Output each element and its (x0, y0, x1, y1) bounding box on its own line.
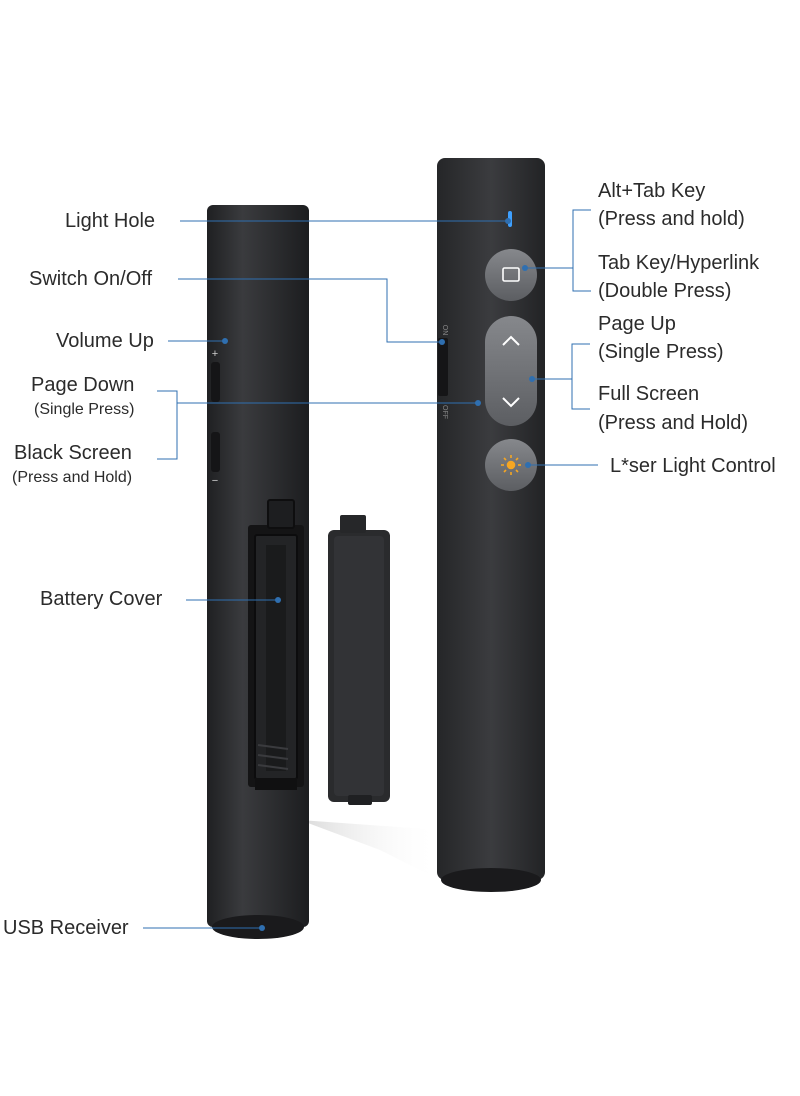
plus-mark: + (212, 348, 218, 360)
presenter-side-view: + − (207, 205, 309, 939)
label-laser: L*ser Light Control (610, 455, 776, 477)
label-tab-key: Tab Key/Hyperlink (598, 252, 760, 274)
label-black-screen: Black Screen (14, 442, 132, 464)
battery-cover (328, 515, 390, 805)
page-rocker[interactable] (485, 316, 537, 426)
battery-compartment (248, 499, 304, 790)
tab-key-button[interactable] (485, 249, 537, 301)
label-full-screen: Full Screen (598, 383, 700, 405)
callout-lines (143, 209, 598, 929)
laser-button[interactable] (485, 439, 537, 491)
chevron-up-icon (502, 335, 520, 346)
label-tab-key-sub: (Double Press) (598, 280, 732, 302)
label-alt-tab: Alt+Tab Key (598, 180, 706, 202)
floor-shadow (300, 820, 440, 880)
label-light-hole: Light Hole (65, 210, 156, 232)
usb-receiver (212, 915, 304, 939)
label-page-down: Page Down (31, 374, 135, 396)
label-black-screen-sub: (Press and Hold) (12, 469, 133, 486)
minus-mark: − (212, 475, 218, 487)
window-icon (502, 267, 520, 282)
label-page-up: Page Up (598, 313, 676, 335)
callout-switch (178, 278, 442, 343)
label-page-down-sub: (Single Press) (34, 401, 135, 418)
chevron-down-icon (502, 397, 520, 408)
callout-dots (222, 218, 535, 931)
sun-icon (501, 455, 521, 475)
callout-page-down (157, 390, 178, 460)
volume-up-button[interactable] (211, 362, 220, 402)
label-switch: Switch On/Off (29, 268, 153, 290)
power-switch[interactable] (438, 338, 448, 396)
label-battery-cover: Battery Cover (40, 588, 163, 610)
label-page-up-sub: (Single Press) (598, 341, 724, 363)
callout-page-up (571, 343, 590, 410)
label-volume-up: Volume Up (56, 330, 154, 352)
switch-off-mark: OFF (441, 405, 448, 419)
callout-alt-tab (572, 209, 591, 292)
label-usb-receiver: USB Receiver (3, 917, 129, 939)
label-full-screen-sub: (Press and Hold) (598, 412, 749, 434)
volume-down-button[interactable] (211, 432, 220, 472)
label-alt-tab-sub: (Press and hold) (598, 208, 745, 230)
switch-on-mark: ON (441, 325, 448, 336)
presenter-front-view: ON OFF (437, 158, 545, 892)
